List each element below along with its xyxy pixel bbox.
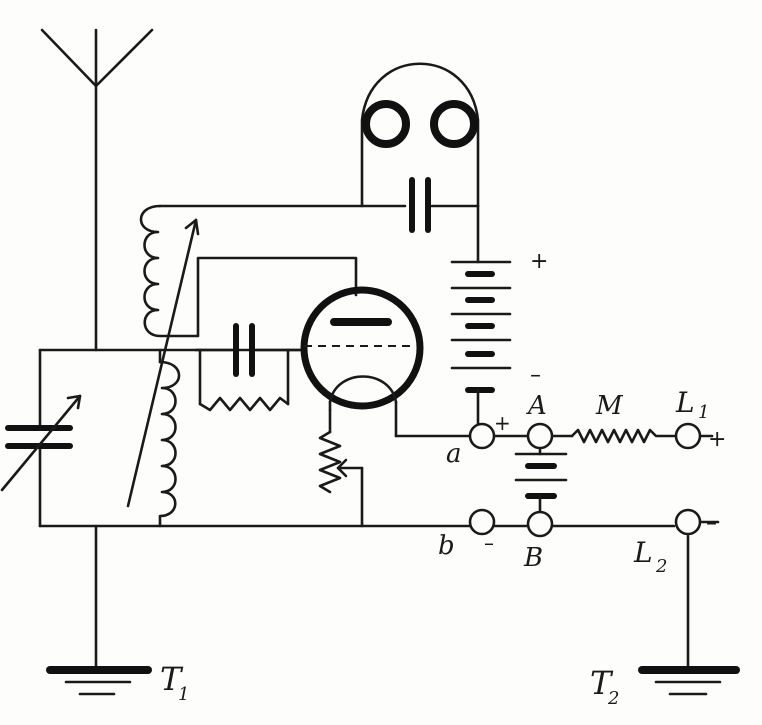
headphones <box>360 62 480 208</box>
variocoupler-arrow <box>126 218 200 508</box>
label-A: A <box>526 391 547 421</box>
grid-capacitor <box>194 323 302 377</box>
terminal-L2 <box>674 508 702 536</box>
variable-capacitor-tuning <box>0 348 82 528</box>
label-T2: T <box>590 664 614 702</box>
label-B: B <box>523 543 543 573</box>
label-L1-subscript: 1 <box>698 402 709 423</box>
plate-battery <box>450 204 512 426</box>
vacuum-tube <box>300 286 424 438</box>
terminal-A <box>526 422 554 450</box>
label-a: a <box>446 439 462 469</box>
sign-battery-minus: – <box>530 363 541 388</box>
bypass-capacitor <box>409 177 480 233</box>
label-T1-subscript: 1 <box>178 684 189 705</box>
filament-battery <box>514 446 568 516</box>
grid-leak-resistor <box>198 348 290 412</box>
ground-symbol-t1 <box>46 666 152 696</box>
sign-battery-plus: + <box>530 249 548 274</box>
reaction-coil <box>139 204 407 338</box>
ground-symbol-t2 <box>638 666 740 696</box>
label-L2: L <box>633 536 653 569</box>
filament-rheostat <box>318 408 364 528</box>
label-L2-subscript: 2 <box>655 556 667 577</box>
label-L1: L <box>675 386 695 419</box>
sign-L2-minus: – <box>706 511 717 536</box>
label-T1: T <box>160 660 184 698</box>
terminal-L1 <box>674 422 702 450</box>
label-T2-subscript: 2 <box>607 688 619 709</box>
antenna-symbol <box>40 28 154 352</box>
sign-a-plus: + <box>494 411 511 435</box>
label-M: M <box>595 391 624 421</box>
tuning-coil <box>158 348 181 528</box>
terminal-a <box>468 422 496 450</box>
terminal-b <box>468 508 496 536</box>
sign-b-minus: – <box>484 531 494 555</box>
terminal-B <box>526 510 554 538</box>
sign-L1-plus: + <box>708 427 726 452</box>
label-b: b <box>438 531 455 561</box>
resistor-M <box>570 428 678 444</box>
